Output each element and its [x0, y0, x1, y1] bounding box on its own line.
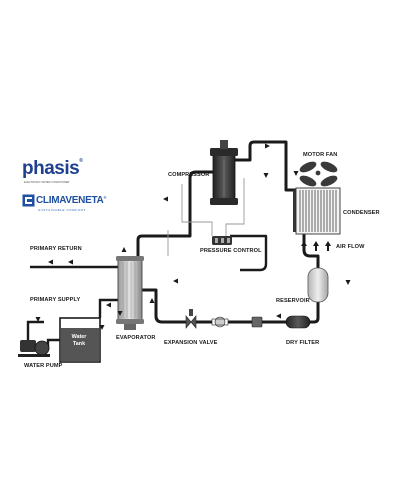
- condenser-coil: [293, 187, 341, 235]
- arrow-down-pump: [35, 317, 41, 322]
- water-pump: [18, 340, 50, 357]
- arrow-up-evap-2: [149, 298, 155, 303]
- climaveneta-logo-text: CLIMAVENETA: [36, 195, 104, 206]
- label-motor-fan: MOTOR FAN: [303, 152, 338, 158]
- flow-arrows: [35, 143, 351, 330]
- label-pressure-control: PRESSURE CONTROL: [200, 248, 262, 254]
- label-reservoir: RESERVOIR: [276, 298, 310, 304]
- water-tank-label: Water Tank: [62, 334, 96, 347]
- climaveneta-logo: CLIMAVENETA®: [36, 195, 106, 206]
- tank-to-pump-line: [46, 338, 60, 350]
- arrow-left-pressure-line: [173, 278, 178, 284]
- phasis-tagline: ELECTRONIC WATER CONDITIONER: [24, 181, 70, 184]
- climaveneta-emblem-icon: [22, 194, 35, 207]
- suction-line: [136, 170, 216, 258]
- water-tank: [59, 317, 101, 363]
- arrow-left-return-2: [68, 259, 73, 265]
- arrow-left-supply: [106, 302, 111, 308]
- label-expansion-valve: EXPANSION VALVE: [164, 340, 218, 346]
- motor-fan: [299, 161, 338, 187]
- evaporator-inlet-line: [142, 288, 186, 324]
- water-tank-label-line1: Water: [71, 334, 87, 340]
- phasis-registered-mark: ®: [79, 158, 83, 164]
- arrow-left-liquid: [276, 313, 281, 319]
- air-flow-arrows: [301, 241, 331, 251]
- label-dry-filter: DRY FILTER: [286, 340, 320, 346]
- water-tank-label-line2: Tank: [72, 340, 86, 347]
- evaporator: [116, 256, 144, 330]
- label-air-flow: AIR FLOW: [336, 244, 365, 250]
- label-evaporator: EVAPORATOR: [116, 335, 156, 341]
- compressor: [210, 140, 238, 205]
- reservoir: [307, 267, 329, 303]
- label-water-pump: WATER PUMP: [24, 363, 63, 369]
- arrow-down-evap-bottom: [117, 311, 123, 316]
- control-lines: [167, 178, 245, 256]
- label-condenser: CONDENSER: [343, 210, 380, 216]
- arrow-down-reservoir: [345, 280, 351, 285]
- primary-supply-line: [98, 298, 120, 318]
- arrow-left-compressor-line: [163, 196, 168, 202]
- discharge-line: [232, 140, 296, 192]
- liquid-line-1: [300, 300, 320, 324]
- climaveneta-registered-mark: ®: [103, 195, 107, 200]
- pressure-control-switch: [212, 236, 232, 245]
- label-primary-return: PRIMARY RETURN: [30, 246, 82, 252]
- arrow-up-evap-1: [121, 247, 127, 252]
- label-compressor: COMPRESSOR: [168, 172, 210, 178]
- phasis-logo: phasis®: [22, 158, 83, 180]
- pressure-control-loop: [230, 234, 268, 272]
- arrow-down-tank: [99, 325, 105, 330]
- climaveneta-tagline: SUSTAINABLE COMFORT: [38, 208, 86, 212]
- arrow-right-discharge: [265, 143, 270, 149]
- arrow-down-discharge: [263, 173, 269, 178]
- label-primary-supply: PRIMARY SUPPLY: [30, 297, 81, 303]
- liquid-line-fittings: [211, 316, 263, 328]
- arrow-left-return: [48, 259, 53, 265]
- arrow-down-fan: [293, 171, 299, 176]
- expansion-valve: [185, 309, 197, 329]
- phasis-logo-text: phasis: [22, 158, 80, 179]
- dry-filter: [285, 315, 311, 329]
